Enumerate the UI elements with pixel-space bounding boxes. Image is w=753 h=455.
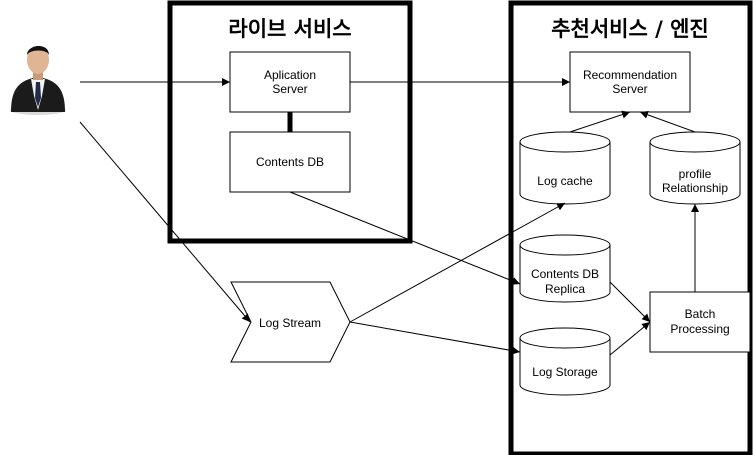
batch-processing-label-1: Batch xyxy=(685,307,716,321)
batch-processing-box xyxy=(649,291,751,353)
log-stream-label: Log Stream xyxy=(259,316,321,330)
log-stream-shape: Log Stream xyxy=(230,281,351,363)
live-service-group xyxy=(167,0,413,244)
recommendation-group xyxy=(508,0,753,455)
log-storage-cylinder: Log Storage xyxy=(519,327,611,396)
application-server-label-1: Aplication xyxy=(264,68,316,82)
log-cache-cylinder: Log cache xyxy=(519,131,611,205)
application-server-box xyxy=(229,51,351,113)
profile-label-2: Relationship xyxy=(662,181,728,195)
recommendation-server-label-1: Recommendation xyxy=(583,68,677,82)
profile-relationship-cylinder: profile Relationship xyxy=(649,131,741,205)
contents-db-replica-cylinder: Contents DB Replica xyxy=(519,234,611,303)
profile-label-1: profile xyxy=(679,167,712,181)
user-to-logstream-arrow xyxy=(79,121,251,323)
recommendation-title: 추천서비스 / 엔진 xyxy=(551,17,709,41)
log-storage-label: Log Storage xyxy=(532,365,598,379)
storage-to-batch-arrow xyxy=(609,321,651,356)
businessman-icon xyxy=(10,45,66,115)
contents-db-label: Contents DB xyxy=(256,155,324,169)
contents-replica-label-1: Contents DB xyxy=(531,267,599,281)
contents-db-box xyxy=(229,131,351,193)
recommendation-server-label-2: Server xyxy=(612,82,647,96)
live-service-title: 라이브 서비스 xyxy=(228,17,351,41)
logstream-to-storage-arrow xyxy=(349,321,521,355)
log-cache-label: Log cache xyxy=(537,174,593,188)
profile-to-rec-arrow xyxy=(639,110,696,133)
cache-to-rec-arrow xyxy=(569,110,631,133)
batch-processing-label-2: Processing xyxy=(670,322,729,336)
contents-replica-label-2: Replica xyxy=(545,282,585,296)
replica-to-batch-arrow xyxy=(609,281,651,323)
application-server-label-2: Server xyxy=(272,82,307,96)
logstream-to-cache-arrow xyxy=(349,202,566,323)
contents-to-replica-arrow xyxy=(289,191,521,285)
